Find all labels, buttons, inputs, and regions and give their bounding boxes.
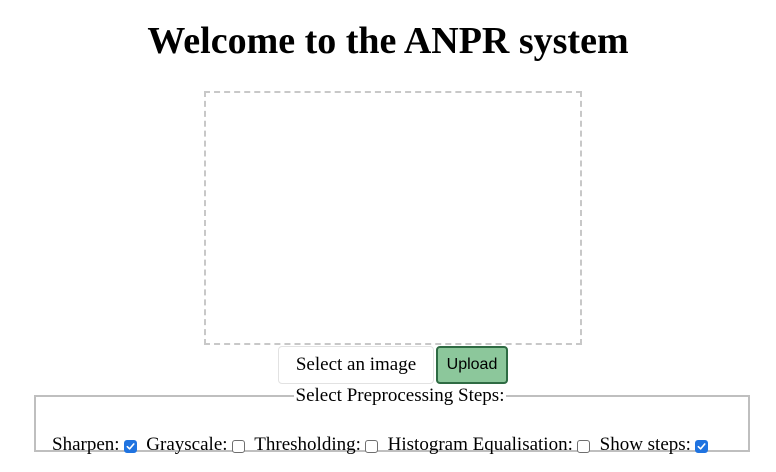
option-grayscale: Grayscale: [146, 434, 247, 456]
preprocessing-options: Sharpen: Grayscale: Thresholding: Histog… [52, 434, 713, 456]
image-drop-area[interactable] [204, 91, 582, 345]
option-grayscale-label: Grayscale: [146, 434, 228, 455]
checkmark-icon [697, 442, 706, 450]
page-title: Welcome to the ANPR system [147, 20, 629, 62]
option-thresholding: Thresholding: [254, 434, 381, 456]
show-steps-checkbox[interactable] [694, 439, 708, 453]
select-image-button[interactable]: Select an image [278, 346, 434, 384]
option-sharpen-label: Sharpen: [52, 434, 120, 455]
preprocessing-legend: Select Preprocessing Steps: [295, 385, 505, 406]
option-sharpen: Sharpen: [52, 434, 140, 456]
upload-button[interactable]: Upload [436, 346, 508, 384]
histogram-equalisation-checkbox[interactable] [576, 439, 590, 453]
option-thresholding-label: Thresholding: [254, 434, 361, 455]
preprocessing-fieldset: Select Preprocessing Steps: Sharpen: Gra… [34, 385, 750, 455]
option-show-steps-label: Show steps: [599, 434, 691, 455]
thresholding-checkbox[interactable] [364, 439, 378, 453]
grayscale-checkbox[interactable] [231, 439, 245, 453]
option-histogram-equalisation: Histogram Equalisation: [388, 434, 593, 456]
option-show-steps: Show steps: [600, 434, 711, 456]
checkmark-icon [126, 442, 135, 450]
option-histogram-equalisation-label: Histogram Equalisation: [387, 434, 573, 455]
sharpen-checkbox[interactable] [123, 439, 137, 453]
